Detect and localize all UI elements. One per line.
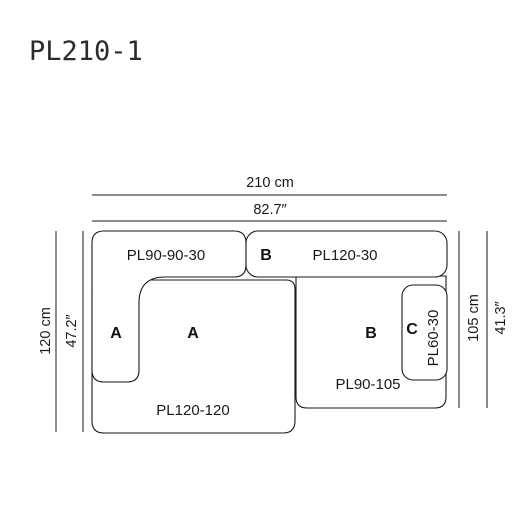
letter-c-side: C: [406, 321, 418, 338]
height-inch-label: 47.2″: [64, 314, 80, 347]
right-back-module-label: PL120-30: [312, 247, 377, 264]
letter-b-seat: B: [365, 325, 377, 342]
corner-back-module-label: PL90-90-30: [127, 247, 205, 264]
right-back-module: [245, 230, 448, 278]
width-inch-label: 82.7″: [253, 202, 286, 218]
right-seat-module-label: PL90-105: [335, 376, 400, 393]
letter-b-back: B: [260, 247, 272, 264]
width-cm-label: 210 cm: [246, 175, 294, 191]
product-title: PL210-1: [29, 36, 143, 67]
letter-a-seat: A: [187, 325, 199, 342]
right-depth-inch-label: 41.3″: [493, 301, 509, 334]
corner-seat-module-label: PL120-120: [156, 402, 229, 419]
right-depth-cm-label: 105 cm: [466, 294, 482, 342]
letter-a-left: A: [110, 325, 122, 342]
height-cm-label: 120 cm: [38, 307, 54, 355]
side-cushion-module: [401, 284, 448, 381]
side-cushion-module-label: PL60-30: [425, 310, 442, 367]
